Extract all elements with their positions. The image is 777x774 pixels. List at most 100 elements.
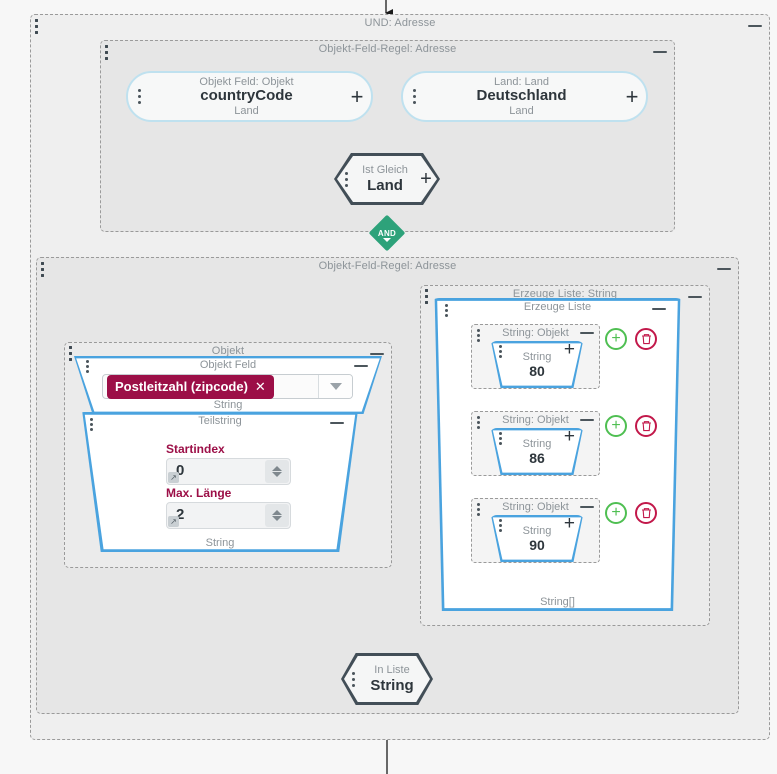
node-footer: String[] xyxy=(540,596,575,608)
list-item[interactable]: String: Objekt String 86 + xyxy=(471,411,600,476)
group-objekt-title: Objekt xyxy=(211,345,245,357)
list-item-header: String: Objekt xyxy=(502,414,569,426)
group-und-adresse-title: UND: Adresse xyxy=(364,17,436,29)
drag-handle-icon[interactable] xyxy=(86,360,90,373)
list-item-value: 86 xyxy=(529,449,545,466)
node-footer: String xyxy=(205,537,235,549)
collapse-icon[interactable] xyxy=(716,263,732,275)
trapezoid-fill xyxy=(492,430,582,473)
objekt-feld-select[interactable]: Postleitzahl (zipcode) ✕ xyxy=(102,374,353,399)
node-objekt-feld[interactable]: Objekt Feld String Postleitzahl (zipcode… xyxy=(74,356,382,414)
node-title: String xyxy=(370,676,414,694)
add-list-item-button[interactable]: + xyxy=(605,415,627,437)
drag-handle-icon[interactable] xyxy=(445,304,449,317)
trash-icon xyxy=(641,334,651,345)
list-item-value: 80 xyxy=(529,362,545,379)
node-header: Land: Land xyxy=(493,75,550,88)
add-icon[interactable]: + xyxy=(563,339,575,360)
add-list-item-button[interactable]: + xyxy=(605,502,627,524)
drag-handle-icon[interactable] xyxy=(69,346,73,362)
drag-handle-icon[interactable] xyxy=(477,329,481,342)
add-list-item-button[interactable]: + xyxy=(605,328,627,350)
dropdown-chevron-down-icon[interactable] xyxy=(318,375,352,398)
list-item-header: String: Objekt xyxy=(502,501,569,513)
node-in-liste[interactable]: In Liste String xyxy=(341,653,433,705)
drag-handle-icon[interactable] xyxy=(425,289,429,305)
startindex-input[interactable]: 0 ↗ xyxy=(166,458,291,485)
collapse-icon[interactable] xyxy=(652,304,666,314)
trapezoid-fill xyxy=(492,343,582,386)
add-icon[interactable]: + xyxy=(625,83,639,109)
collapse-icon[interactable] xyxy=(354,361,368,371)
node-footer: Land xyxy=(234,104,259,117)
collapse-icon[interactable] xyxy=(580,502,594,512)
startindex-label: Startindex xyxy=(166,442,225,456)
node-title: Erzeuge Liste xyxy=(523,301,592,313)
drag-handle-icon[interactable] xyxy=(90,418,94,431)
expand-arrow-icon[interactable]: ↗ xyxy=(168,516,179,527)
drag-handle-icon[interactable] xyxy=(477,416,481,429)
list-item-title: String xyxy=(522,437,552,450)
node-and-gate[interactable]: AND xyxy=(368,214,406,252)
collapse-icon[interactable] xyxy=(330,418,344,428)
add-icon[interactable]: + xyxy=(350,83,364,109)
node-title: Teilstring xyxy=(198,415,242,427)
node-footer: Land xyxy=(509,104,534,117)
list-item[interactable]: String: Objekt String 80 + xyxy=(471,324,600,389)
startindex-stepper[interactable] xyxy=(265,460,289,483)
startindex-value: 0 xyxy=(176,462,185,479)
selected-tag-label: Postleitzahl (zipcode) xyxy=(115,379,248,394)
maxlaenge-value: 2 xyxy=(176,506,185,523)
group-objekt-feld-regel-bottom-title: Objekt-Feld-Regel: Adresse xyxy=(318,260,457,272)
list-item-title: String xyxy=(522,350,552,363)
delete-list-item-button[interactable] xyxy=(635,415,657,437)
add-icon[interactable]: + xyxy=(420,168,432,190)
collapse-icon[interactable] xyxy=(580,328,594,338)
collapse-icon[interactable] xyxy=(652,46,668,58)
selected-tag[interactable]: Postleitzahl (zipcode) ✕ xyxy=(107,374,274,399)
node-menu-icon[interactable] xyxy=(499,432,503,445)
maxlaenge-stepper[interactable] xyxy=(265,504,289,527)
collapse-icon[interactable] xyxy=(580,415,594,425)
add-icon[interactable]: + xyxy=(563,513,575,534)
node-menu-icon[interactable] xyxy=(337,171,355,187)
trapezoid-fill xyxy=(492,517,582,560)
add-icon[interactable]: + xyxy=(563,426,575,447)
collapse-icon[interactable] xyxy=(687,291,703,303)
node-menu-icon[interactable] xyxy=(128,89,150,104)
drag-handle-icon[interactable] xyxy=(477,503,481,516)
group-erzeuge-liste-title: Erzeuge Liste: String xyxy=(512,288,618,300)
node-ist-gleich[interactable]: Ist Gleich Land + xyxy=(334,153,440,205)
list-item-header: String: Objekt xyxy=(502,327,569,339)
node-title: Land xyxy=(367,176,403,194)
drag-handle-icon[interactable] xyxy=(105,45,109,61)
node-menu-icon[interactable] xyxy=(403,89,425,104)
drag-handle-icon[interactable] xyxy=(41,262,45,278)
maxlaenge-input[interactable]: 2 ↗ xyxy=(166,502,291,529)
delete-list-item-button[interactable] xyxy=(635,328,657,350)
collapse-icon[interactable] xyxy=(369,348,385,360)
remove-tag-icon[interactable]: ✕ xyxy=(254,378,266,394)
node-footer: String xyxy=(213,399,243,411)
node-menu-icon[interactable] xyxy=(344,671,362,687)
node-objekt-feld-countrycode[interactable]: Objekt Feld: Objekt countryCode Land + xyxy=(126,71,373,122)
expand-arrow-icon[interactable]: ↗ xyxy=(168,472,179,483)
list-item-title: String xyxy=(522,524,552,537)
maxlaenge-label: Max. Länge xyxy=(166,486,232,500)
collapse-icon[interactable] xyxy=(747,20,763,32)
node-land-deutschland[interactable]: Land: Land Deutschland Land + xyxy=(401,71,648,122)
delete-list-item-button[interactable] xyxy=(635,502,657,524)
node-header: Objekt Feld: Objekt xyxy=(199,75,294,88)
chevron-down-icon xyxy=(383,238,391,242)
group-objekt-feld-regel-top-title: Objekt-Feld-Regel: Adresse xyxy=(318,43,457,55)
list-item[interactable]: String: Objekt String 90 + xyxy=(471,498,600,563)
node-menu-icon[interactable] xyxy=(499,519,503,532)
and-diamond-icon[interactable] xyxy=(368,214,406,252)
node-menu-icon[interactable] xyxy=(499,345,503,358)
node-header: In Liste xyxy=(374,664,410,677)
trash-icon xyxy=(641,508,651,519)
node-title: Objekt Feld xyxy=(199,359,257,371)
drag-handle-icon[interactable] xyxy=(35,19,39,35)
node-teilstring[interactable]: Teilstring String Startindex 0 ↗ Max. Lä… xyxy=(78,412,362,552)
